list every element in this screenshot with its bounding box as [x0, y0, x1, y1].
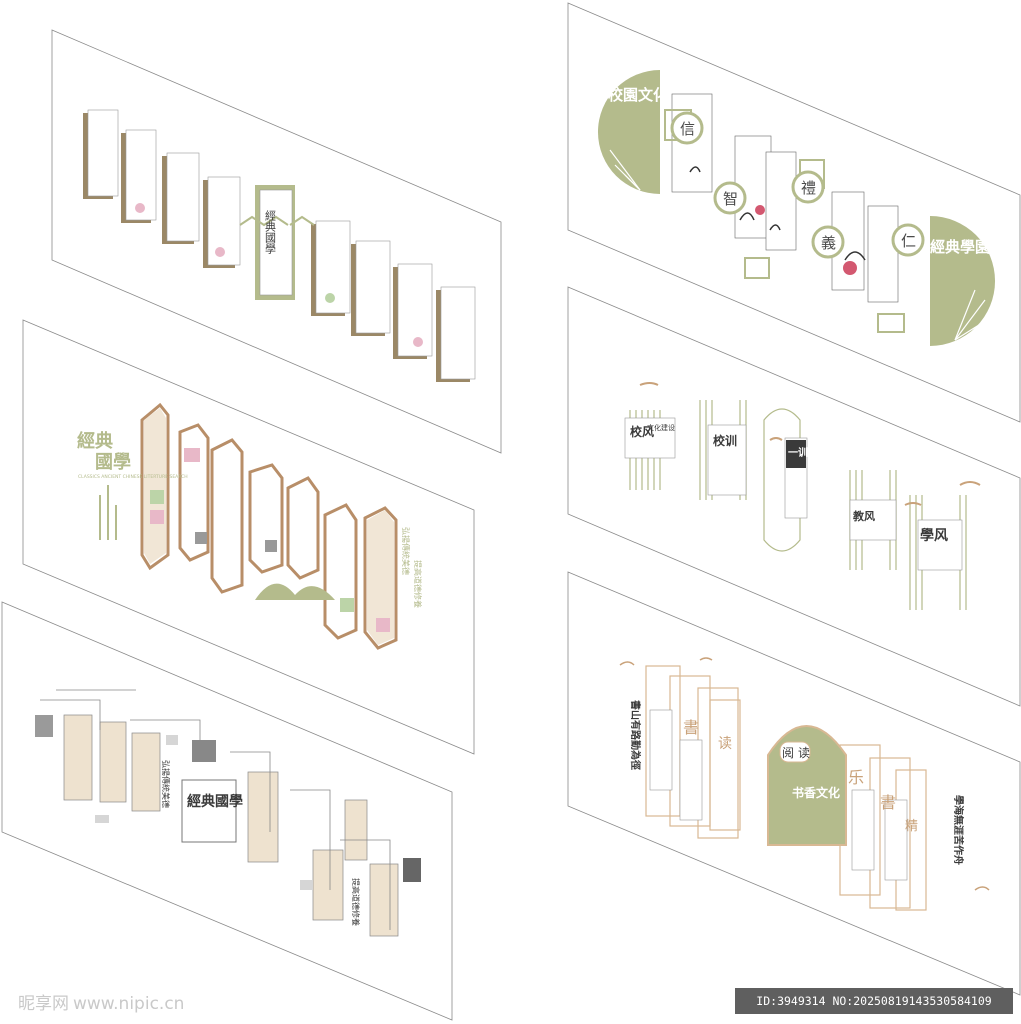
panel-f-center-title: 书香文化: [792, 785, 840, 800]
panel-c-title-2: 國學: [95, 452, 131, 473]
panel-f-char-5: 精: [905, 819, 918, 834]
panel-f-char-2: 读: [718, 735, 732, 752]
virtue-badge-5: [891, 223, 925, 257]
virtue-2: 智: [723, 190, 738, 208]
virtue-badge-1: [670, 111, 704, 145]
panel-f-left-verse: 書山有路勤為徑: [629, 700, 642, 770]
panel-a-boards: [83, 109, 476, 382]
panel-b-fan-left: [597, 69, 660, 194]
panel-b-subtitle: 經典學園: [930, 238, 990, 256]
panel-b: 信 智 禮 義 仁 校園文化 經典學園: [567, 2, 1021, 423]
panel-e-motto-1: 弘揚傳統美德: [161, 760, 171, 808]
virtue-1: 信: [680, 120, 695, 138]
panel-c-title-1: 經典: [77, 430, 113, 452]
virtue-badge-4: [811, 225, 845, 259]
panel-f-char-1: 書: [683, 718, 699, 737]
panel-a-title: 經典國學: [264, 209, 277, 255]
panel-d-sign-4: 教风: [852, 509, 875, 523]
watermark-url: www.nipic.cn: [73, 994, 185, 1014]
virtue-4: 義: [821, 234, 836, 252]
panel-c-motto-1: 弘揚傳統美德: [401, 527, 411, 575]
panel-b-title: 校園文化: [608, 86, 668, 104]
panel-d: 校风 校训 一训 教风 學风 文化建设: [567, 286, 1021, 707]
panel-e-motto-2: 提高道德修養: [351, 878, 361, 926]
panel-e-title: 經典國學: [187, 793, 243, 810]
panel-c-motto-2: 提高道德修養: [413, 560, 423, 608]
panel-d-sign-2: 校训: [713, 433, 737, 448]
virtue-badge-3: [791, 170, 825, 204]
panel-f-center-2: 读: [798, 746, 810, 760]
panel-f-center-1: 阅: [782, 746, 794, 760]
panel-d-sign-1: 校风: [630, 424, 654, 439]
panel-a: 經典國學: [51, 29, 502, 454]
panel-f: 阅 读 书香文化 書 读 乐 書 精 書山有路勤為徑 學海無涯苦作舟: [567, 571, 1021, 996]
panel-e: 經典國學 弘揚傳統美德 提高道德修養: [1, 601, 453, 1021]
panel-d-sign-5: 學风: [920, 528, 948, 544]
id-bar: ID:3949314 NO:20250819143530584109: [735, 988, 1013, 1014]
virtue-5: 仁: [901, 232, 916, 250]
watermark-brand: 昵享网: [18, 994, 69, 1014]
virtue-badge-2: [713, 181, 747, 215]
virtue-3: 禮: [801, 179, 816, 197]
panel-c-english: CLASSICS ANCIENT CHINESE LITERTURE SEARC…: [78, 474, 188, 480]
panel-f-right-verse: 學海無涯苦作舟: [952, 795, 965, 865]
panel-c: 經典 國學 CLASSICS ANCIENT CHINESE LITERTURE…: [22, 319, 475, 755]
panel-f-char-3: 乐: [848, 768, 864, 787]
panel-d-sign-3: 一训: [788, 446, 808, 459]
panel-d-sub: 文化建设: [647, 423, 675, 432]
panel-f-char-4: 書: [880, 793, 896, 812]
panel-b-fan-right: [930, 216, 996, 346]
